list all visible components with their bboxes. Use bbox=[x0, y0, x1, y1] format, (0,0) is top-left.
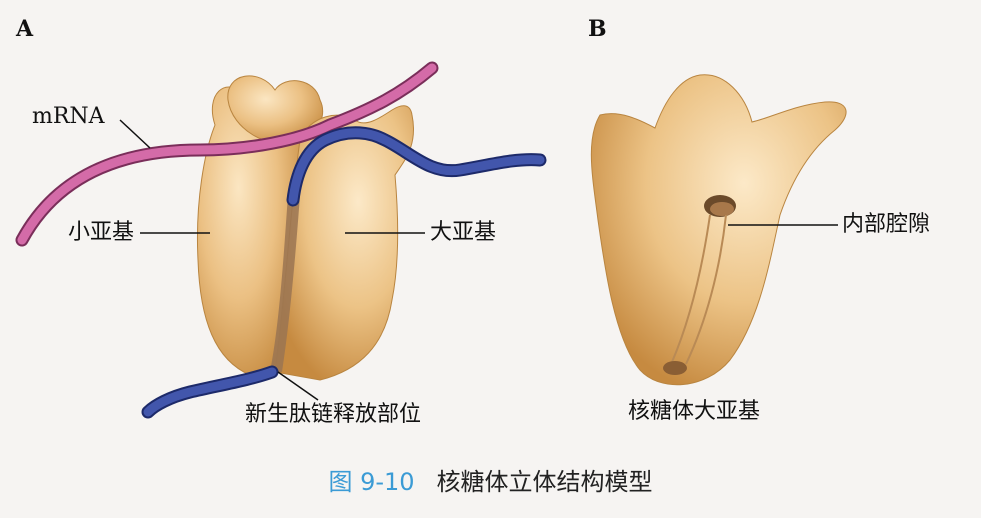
label-release-site: 新生肽链释放部位 bbox=[245, 402, 422, 427]
cavity-channel-edge bbox=[685, 214, 727, 365]
label-mrna: mRNA bbox=[32, 104, 105, 129]
caption-title: 核糖体立体结构模型 bbox=[436, 468, 653, 496]
label-large-subunit: 大亚基 bbox=[430, 220, 497, 245]
exit-groove bbox=[270, 195, 300, 372]
figure-caption: 图 9-10 核糖体立体结构模型 bbox=[0, 470, 981, 494]
peptide-chain-top-fill bbox=[288, 128, 545, 205]
label-large-subunit-b: 核糖体大亚基 bbox=[628, 399, 761, 424]
peptide-chain-bottom-fill bbox=[143, 367, 277, 417]
mrna-strand-fill bbox=[17, 63, 437, 245]
leader-release-site bbox=[277, 371, 319, 401]
label-inner-cavity: 内部腔隙 bbox=[842, 212, 931, 237]
large-subunit-b-shape bbox=[590, 74, 847, 386]
inner-cavity-rim bbox=[710, 202, 734, 216]
panel-label-b: B bbox=[588, 16, 607, 42]
panel-label-a: A bbox=[16, 16, 34, 42]
leader-mrna bbox=[119, 119, 151, 149]
caption-number: 图 9-10 bbox=[328, 468, 415, 496]
cavity-channel bbox=[671, 214, 711, 363]
channel-exit-hole bbox=[663, 361, 687, 375]
label-small-subunit: 小亚基 bbox=[68, 220, 135, 245]
